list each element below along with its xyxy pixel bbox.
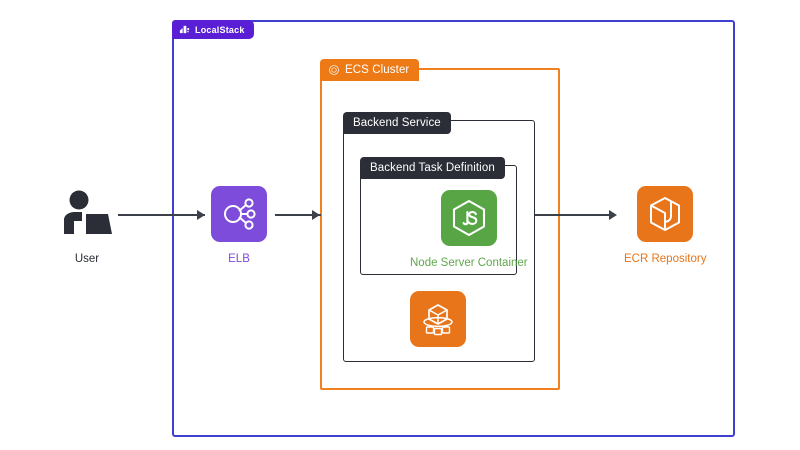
- region-ecs-cluster: [320, 68, 560, 390]
- connector-service-to-ecr-arrowhead: [609, 210, 617, 220]
- elb-load-balancer-icon: [211, 186, 267, 242]
- connector-elb-to-ecs-arrowhead: [312, 210, 320, 220]
- node-elb-label: ELB: [228, 253, 250, 265]
- region-backend-service-label: Backend Service: [343, 112, 451, 134]
- connector-user-to-elb: [118, 214, 205, 216]
- node-elb: ELB: [211, 186, 267, 265]
- node-user-label: User: [74, 253, 100, 265]
- node-user: User: [58, 186, 116, 265]
- region-backend-task-definition-label-text: Backend Task Definition: [370, 162, 495, 174]
- region-localstack-label-text: LocalStack: [195, 24, 245, 35]
- region-localstack-label: LocalStack: [172, 20, 254, 39]
- node-node-server-container: Node Server Container: [410, 190, 528, 269]
- localstack-logo-icon: [179, 24, 190, 35]
- node-node-server-container-label: Node Server Container: [410, 257, 528, 269]
- node-ecr-repository-label: ECR Repository: [624, 253, 707, 265]
- region-localstack: [172, 20, 735, 437]
- aws-ecs-container-icon: [410, 291, 466, 347]
- ecr-registry-cube-icon: [637, 186, 694, 242]
- connector-service-to-ecr: [535, 214, 615, 216]
- node-ecr-repository: ECR Repository: [624, 186, 706, 265]
- region-backend-service-label-text: Backend Service: [353, 117, 441, 129]
- node-ecs-task: [410, 291, 466, 347]
- connector-elb-to-ecs: [275, 214, 321, 216]
- region-ecs-cluster-label-text: ECS Cluster: [345, 64, 410, 76]
- ecs-cluster-icon: [328, 64, 340, 76]
- region-backend-task-definition-label: Backend Task Definition: [360, 157, 505, 179]
- region-ecs-cluster-label: ECS Cluster: [320, 59, 420, 81]
- nodejs-js-hexagon-icon: [440, 190, 497, 246]
- user-laptop-icon: [58, 186, 116, 242]
- connector-user-to-elb-arrowhead: [197, 210, 205, 220]
